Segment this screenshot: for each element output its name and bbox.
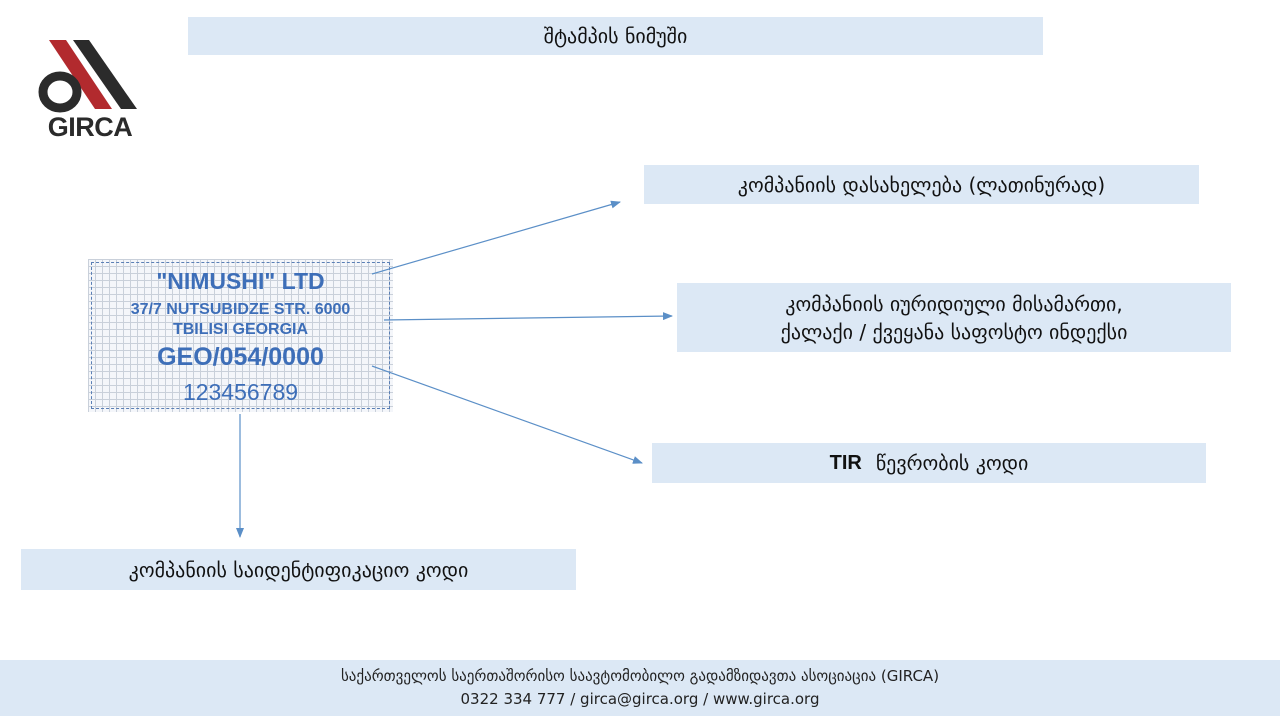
footer: საქართველოს საერთაშორისო საავტომობილო გა…: [0, 660, 1280, 716]
arrow-to-tir-code: [371, 365, 643, 464]
arrow-to-company-name: [371, 200, 621, 275]
label-tir-code: TIR წევრობის კოდი: [652, 443, 1206, 483]
stamp-id-code: 123456789: [182, 379, 299, 405]
logo-text: GIRCA: [47, 112, 133, 142]
label-address-line1: კომპანიის იურიდიული მისამართი,: [785, 291, 1123, 316]
arrow-to-address: [383, 312, 673, 321]
label-tir-prefix: TIR: [829, 452, 862, 474]
girca-logo: GIRCA: [34, 38, 146, 146]
label-company-name: კომპანიის დასახელება (ლათინურად): [644, 165, 1199, 204]
stamp-border: [91, 262, 390, 409]
stamp-tir-code: GEO/054/0000: [157, 343, 324, 371]
stamp-sample: "NIMUSHI" LTD 37/7 NUTSUBIDZE STR. 6000 …: [88, 259, 393, 412]
stamp-company-name: "NIMUSHI" LTD: [156, 268, 325, 294]
stamp-street: 37/7 NUTSUBIDZE STR. 6000: [130, 301, 351, 318]
label-address: კომპანიის იურიდიული მისამართი, ქალაქი / …: [677, 283, 1231, 352]
label-tir-rest: წევრობის კოდი: [875, 451, 1029, 475]
stamp-city: TBILISI GEORGIA: [172, 321, 309, 338]
label-id-code: კომპანიის საიდენტიფიკაციო კოდი: [21, 549, 576, 590]
footer-association-name: საქართველოს საერთაშორისო საავტომობილო გა…: [340, 667, 940, 685]
label-address-line2: ქალაქი / ქვეყანა საფოსტო ინდექსი: [780, 319, 1128, 344]
girca-logo-mark: [38, 40, 137, 113]
page-title: შტამპის ნიმუში: [188, 17, 1043, 55]
footer-contacts: 0322 334 777 / girca@girca.org / www.gir…: [460, 690, 820, 708]
